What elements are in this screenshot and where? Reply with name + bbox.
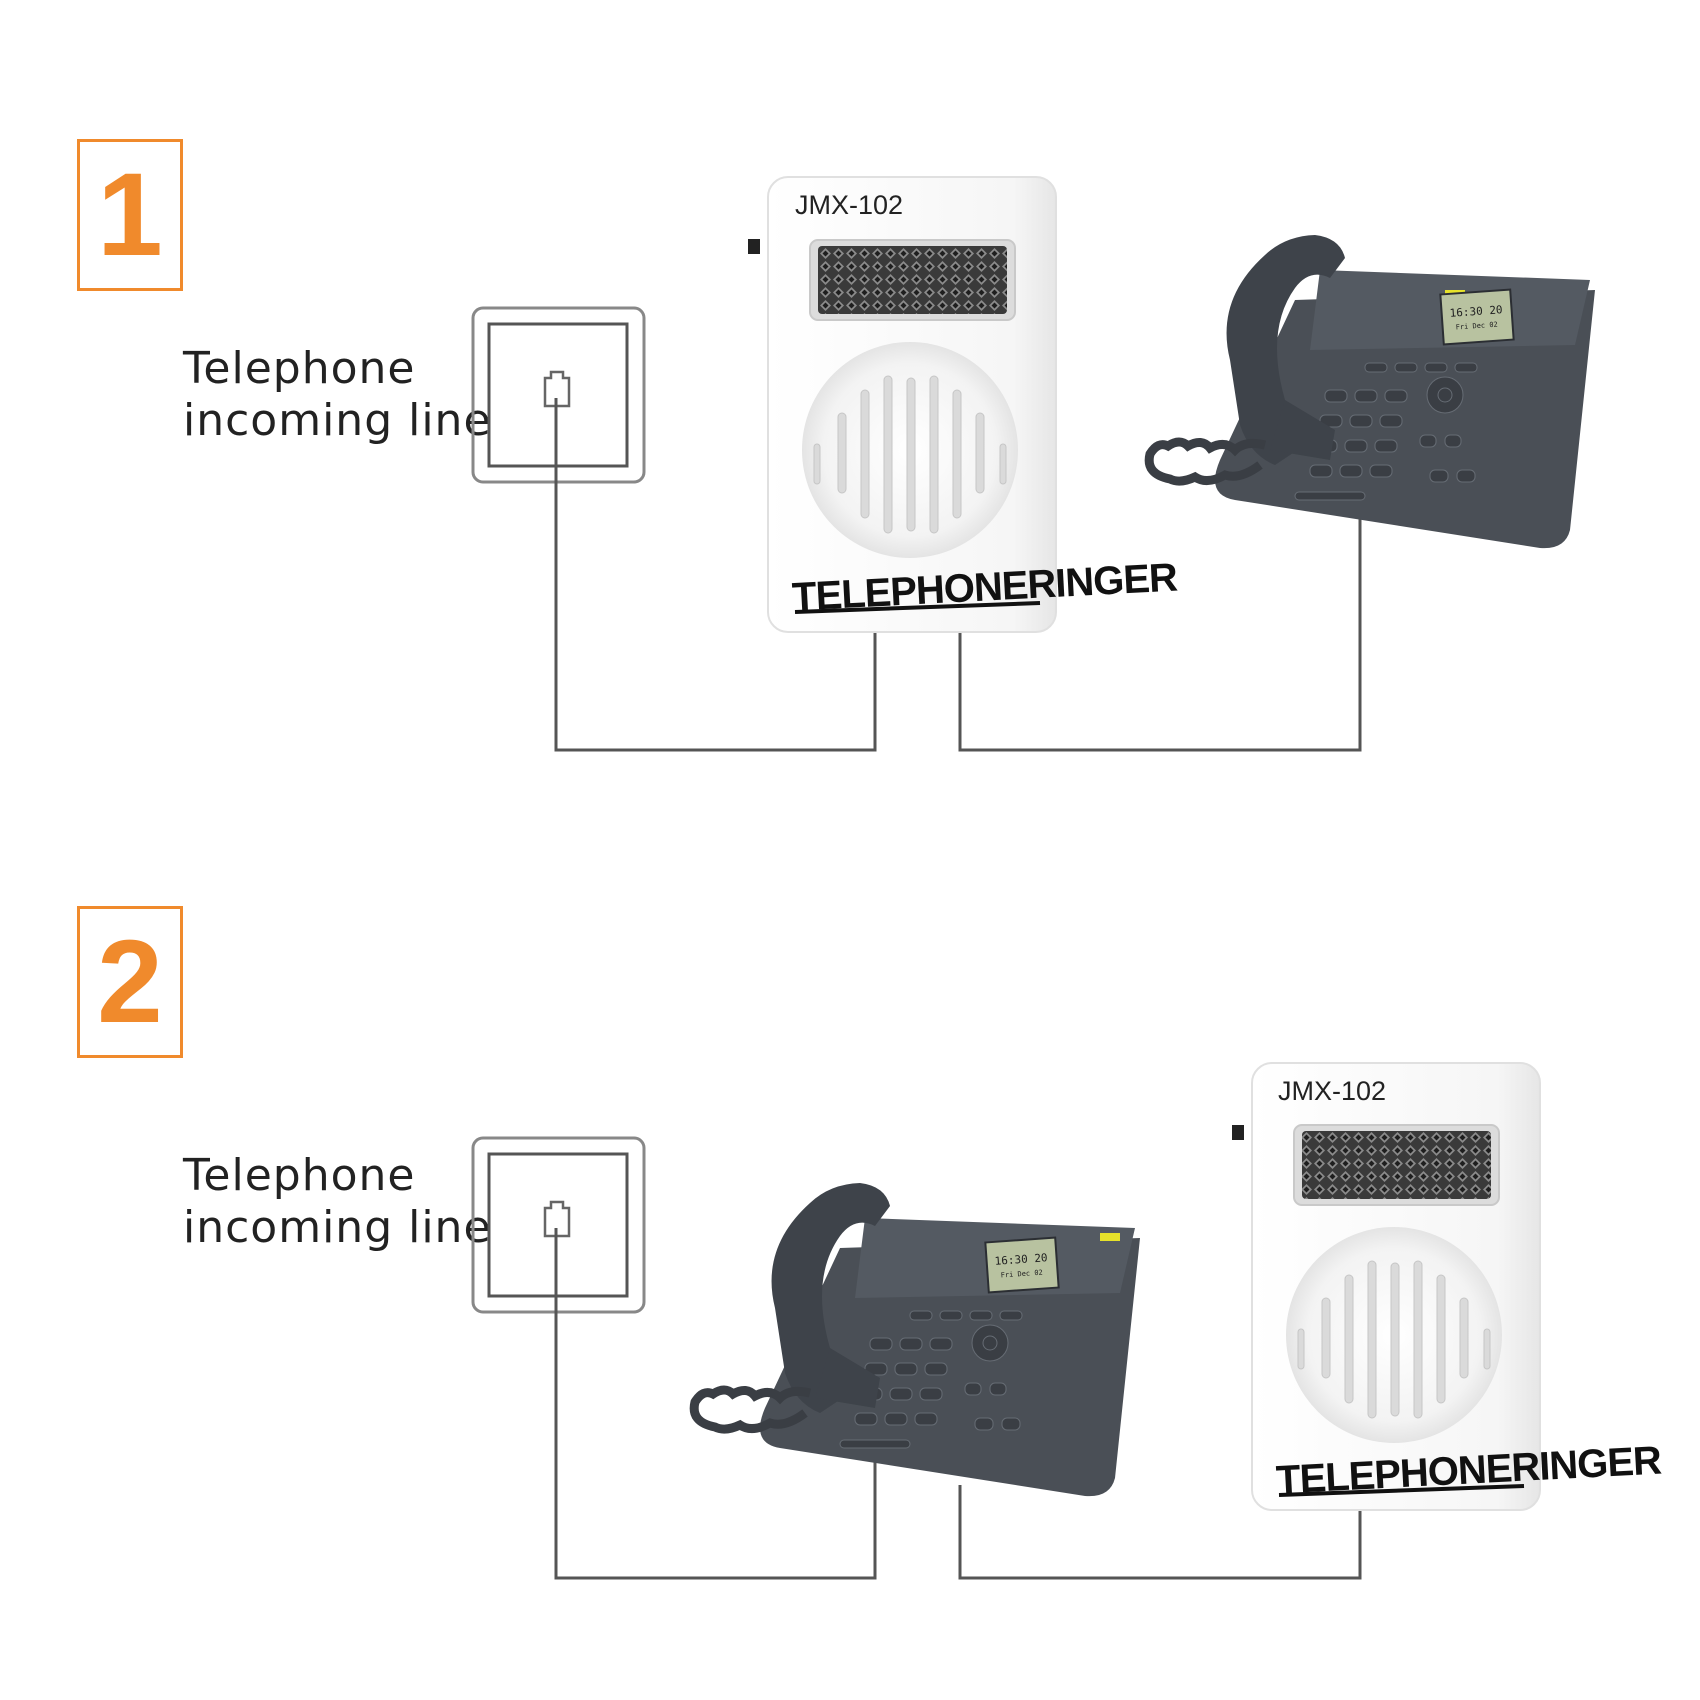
phone-lcd-time: 16:30 20 bbox=[994, 1251, 1048, 1268]
phone-lcd-date: Fri Dec 02 bbox=[1455, 321, 1498, 332]
desk-phone-icon: 16:30 20 Fri Dec 02 bbox=[1144, 235, 1595, 549]
step-2-incoming-line-label: Telephone incoming line bbox=[183, 1150, 492, 1254]
label-line-1: Telephone bbox=[183, 343, 416, 394]
connection-wires bbox=[554, 398, 1362, 752]
step-2-number: 2 bbox=[97, 916, 163, 1048]
step-1-badge: 1 bbox=[77, 139, 183, 291]
step-1-number: 1 bbox=[97, 149, 163, 281]
label-line-2: incoming line bbox=[183, 1202, 492, 1253]
wall-jack-icon bbox=[471, 1136, 646, 1314]
ringer-model-label: JMX-102 bbox=[795, 190, 903, 220]
strobe-light-lens bbox=[1302, 1131, 1491, 1199]
ringer-model-label: JMX-102 bbox=[1278, 1076, 1386, 1106]
telephone-ringer-device: JMX-102 TELEPHONERINGER bbox=[1232, 1062, 1663, 1511]
coiled-cord bbox=[1144, 437, 1267, 486]
desk-phone-icon: 16:30 20 Fri Dec 02 bbox=[689, 1183, 1140, 1497]
telephone-ringer-device: JMX-102 TELEPHONERINGER bbox=[748, 176, 1179, 633]
step-1-incoming-line-label: Telephone incoming line bbox=[183, 343, 492, 447]
strobe-light-lens bbox=[818, 246, 1007, 314]
step-2-badge: 2 bbox=[77, 906, 183, 1058]
coiled-cord bbox=[689, 1385, 812, 1434]
step-2-diagram: 16:30 20 Fri Dec 02 bbox=[471, 1062, 1663, 1580]
step-1-diagram: JMX-102 TELEPHONERINGER bbox=[471, 176, 1595, 752]
phone-lcd-date: Fri Dec 02 bbox=[1000, 1269, 1043, 1280]
label-line-2: incoming line bbox=[183, 395, 492, 446]
label-line-1: Telephone bbox=[183, 1150, 416, 1201]
wall-jack-icon bbox=[471, 306, 646, 484]
connection-wires bbox=[554, 1228, 1362, 1580]
phone-lcd-time: 16:30 20 bbox=[1449, 303, 1503, 320]
